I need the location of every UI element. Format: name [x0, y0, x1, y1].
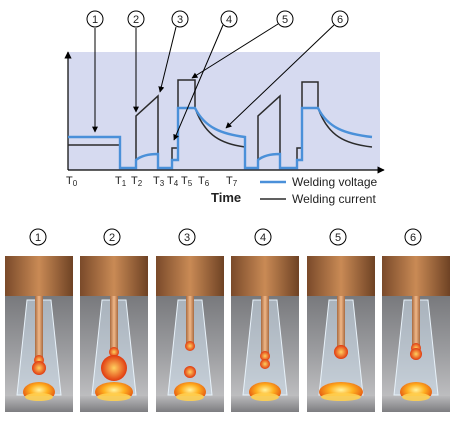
callout-4: 4 [173, 10, 238, 141]
stage-label-6: 6 [404, 228, 422, 246]
time-marker-labels: T0 T1 T2 T3 T4 T5 T6 T7 [66, 175, 238, 188]
svg-text:5: 5 [282, 14, 288, 26]
svg-text:4: 4 [260, 232, 266, 244]
callout-6: 6 [225, 10, 349, 129]
stage-label-4: 4 [254, 228, 272, 246]
svg-text:6: 6 [337, 14, 343, 26]
time-marker-t1: T1 [115, 175, 127, 188]
top-callouts: 1 2 3 4 5 6 [86, 10, 349, 141]
svg-text:6: 6 [410, 232, 416, 244]
stage-panel-1 [5, 256, 73, 412]
stage-label-1: 1 [29, 228, 47, 246]
svg-text:2: 2 [109, 232, 115, 244]
callout-5: 5 [191, 10, 294, 79]
time-marker-t2: T2 [131, 175, 143, 188]
legend: Welding voltage Welding current [260, 175, 377, 206]
time-marker-t4: T4 [167, 175, 179, 188]
legend-current-label: Welding current [292, 192, 376, 206]
time-marker-t5: T5 [181, 175, 193, 188]
welding-voltage-line [68, 106, 373, 170]
time-marker-t6: T6 [198, 175, 210, 188]
x-axis-label: Time [211, 190, 241, 205]
stage-label-3: 3 [178, 228, 196, 246]
plot-area [68, 52, 380, 170]
time-marker-t7: T7 [226, 175, 238, 188]
stage-illustrations [5, 256, 450, 412]
callout-3: 3 [158, 10, 189, 93]
legend-voltage-label: Welding voltage [292, 175, 377, 189]
stage-panel-3 [156, 256, 224, 412]
svg-text:2: 2 [133, 14, 139, 26]
time-marker-t0: T0 [66, 175, 78, 188]
callout-1: 1 [86, 10, 104, 133]
stage-labels: 1 2 3 4 5 6 [29, 228, 422, 246]
stage-panel-2 [80, 256, 148, 412]
stage-panel-4 [231, 256, 299, 412]
svg-text:1: 1 [92, 14, 98, 26]
svg-text:1: 1 [35, 232, 41, 244]
svg-text:5: 5 [335, 232, 341, 244]
stage-panel-6 [382, 256, 450, 412]
svg-text:3: 3 [184, 232, 190, 244]
stage-label-2: 2 [103, 228, 121, 246]
callout-2: 2 [127, 10, 145, 113]
stage-label-5: 5 [329, 228, 347, 246]
svg-text:4: 4 [226, 14, 232, 26]
svg-text:3: 3 [177, 14, 183, 26]
stage-panel-5 [307, 256, 375, 412]
time-marker-t3: T3 [153, 175, 165, 188]
